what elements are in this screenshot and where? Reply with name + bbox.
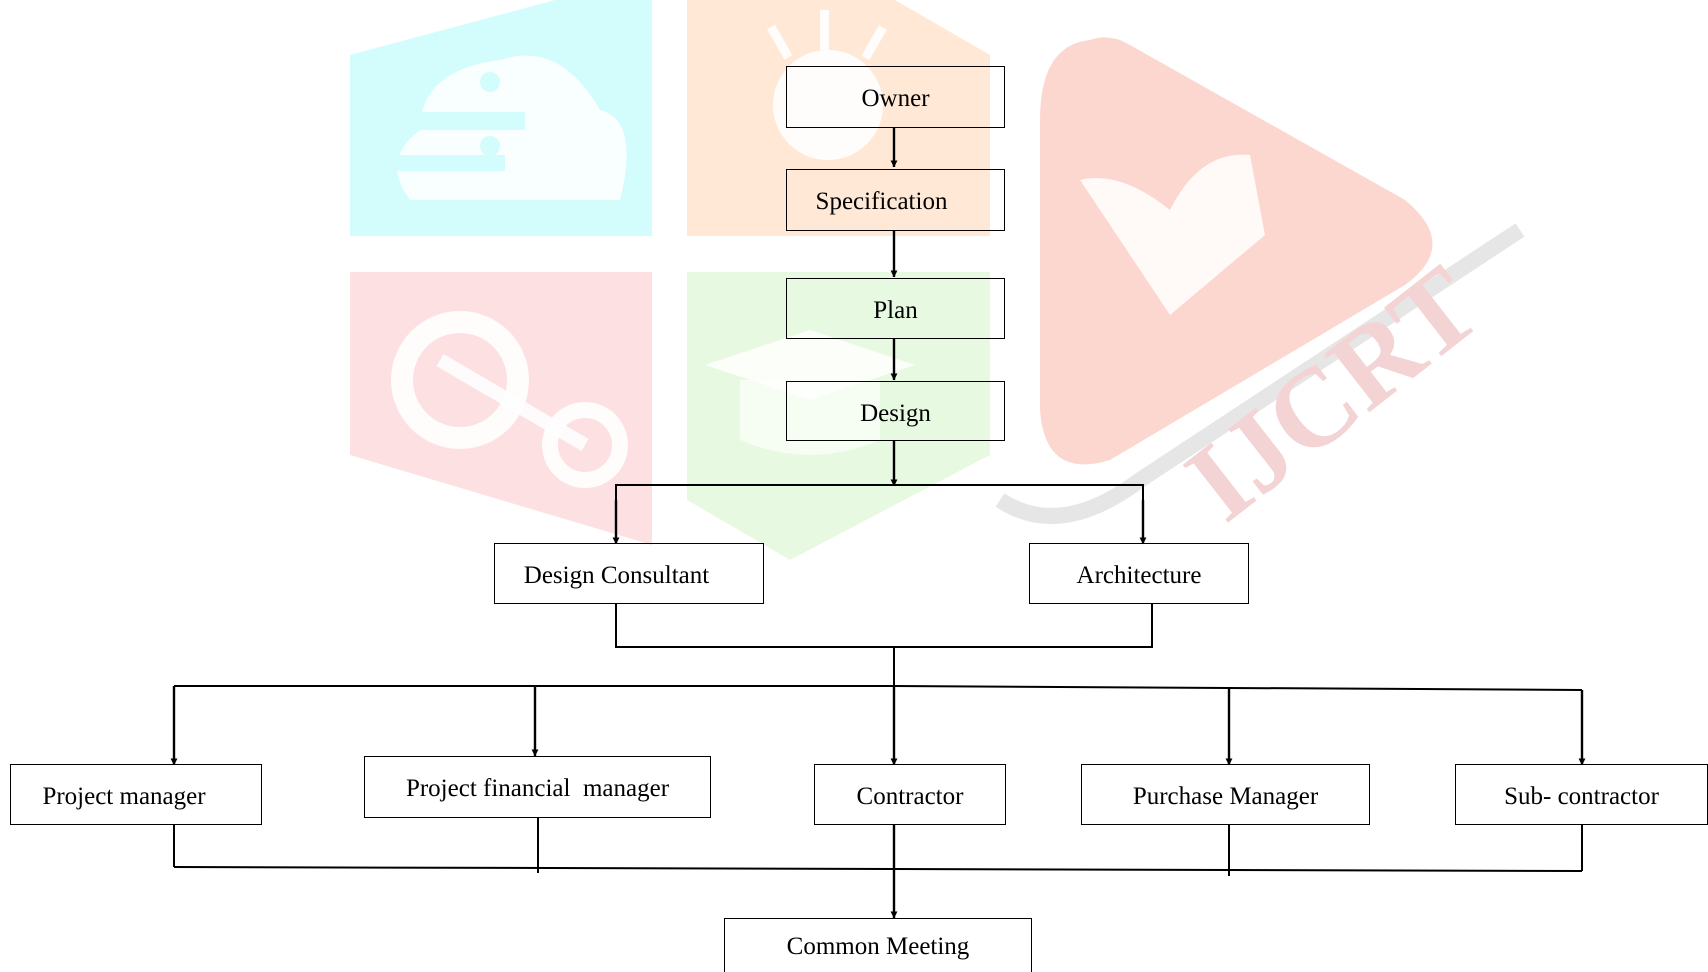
node-design-consultant-label: Design Consultant: [523, 562, 710, 589]
node-project-financial-manager-label: Project financial manager: [405, 775, 670, 802]
node-sub-contractor: Sub- contractor: [1455, 764, 1708, 825]
graduation-cap-tile-icon: [687, 272, 990, 560]
node-architecture-label: Architecture: [1076, 562, 1202, 589]
edge-merge-bar: [173, 866, 1583, 872]
node-project-financial-manager: Project financial manager: [364, 756, 711, 818]
node-specification-label: Specification: [815, 188, 948, 215]
node-architecture: Architecture: [1029, 543, 1249, 604]
node-design-label: Design: [860, 400, 931, 427]
node-owner: Owner: [786, 66, 1005, 128]
node-common-meeting-label: Common Meeting: [786, 933, 970, 960]
node-project-manager-label: Project manager: [42, 783, 206, 810]
node-project-manager: Project manager: [10, 764, 262, 825]
edge-design-branch-bar: [615, 484, 1144, 542]
node-specification: Specification: [786, 169, 1005, 231]
edge-fanout-bar: [174, 685, 1583, 691]
cloud-tile-icon: [350, 0, 652, 236]
node-sub-contractor-label: Sub- contractor: [1504, 783, 1659, 810]
edge-merge-consultant-architecture: [615, 604, 1153, 648]
node-design-consultant: Design Consultant: [494, 543, 764, 604]
node-design: Design: [786, 381, 1005, 441]
node-plan: Plan: [786, 278, 1005, 339]
lightbulb-tile-icon: [687, 0, 990, 236]
node-contractor-label: Contractor: [856, 783, 964, 810]
node-common-meeting: Common Meeting: [724, 918, 1032, 972]
node-purchase-manager: Purchase Manager: [1081, 764, 1370, 825]
node-owner-label: Owner: [861, 85, 930, 112]
node-plan-label: Plan: [873, 297, 918, 324]
gear-tile-icon: [350, 272, 652, 545]
node-contractor: Contractor: [814, 764, 1006, 825]
node-purchase-manager-label: Purchase Manager: [1132, 783, 1319, 810]
